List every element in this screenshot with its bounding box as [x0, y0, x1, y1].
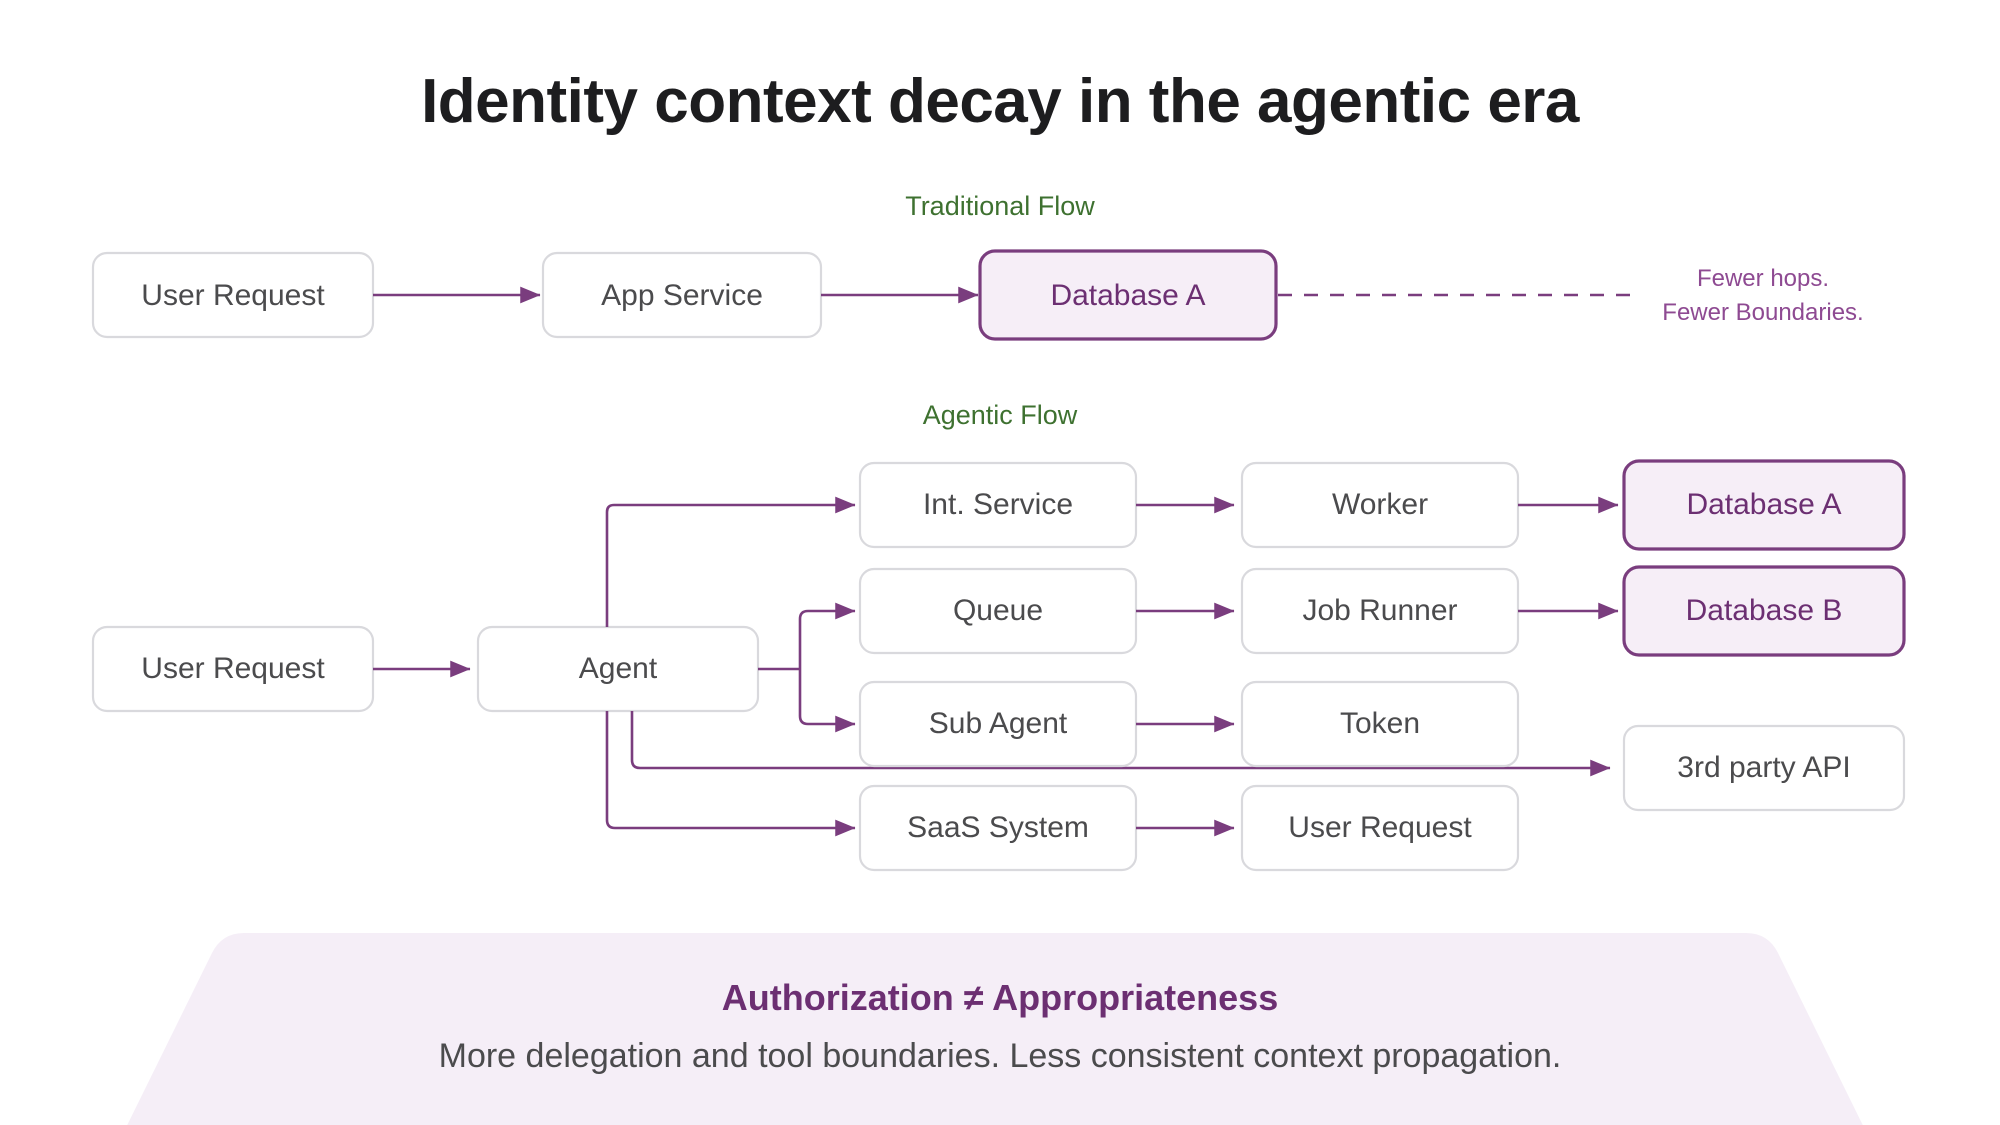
- agentic-node-int-service[interactable]: Int. Service: [858, 461, 1138, 549]
- agentic-node-worker[interactable]: Worker: [1240, 461, 1520, 549]
- node-label: Int. Service: [923, 488, 1073, 521]
- banner-heading: Authorization ≠ Appropriateness: [722, 977, 1278, 1018]
- banner-shape: [127, 933, 1863, 1125]
- banner-subtext: More delegation and tool boundaries. Les…: [439, 1037, 1562, 1075]
- node-box: [1240, 680, 1520, 768]
- agentic-flow-label: Agentic Flow: [923, 400, 1078, 430]
- node-label: Worker: [1332, 488, 1428, 521]
- agentic-node-database-b[interactable]: Database B: [1622, 565, 1906, 657]
- node-label: Database B: [1686, 594, 1843, 627]
- node-label: 3rd party API: [1677, 751, 1850, 784]
- connector-agent-to-int-service: [605, 496, 856, 627]
- node-box: [1622, 565, 1906, 657]
- traditional-node-database-a[interactable]: Database A: [978, 249, 1278, 341]
- node-box: [1240, 784, 1520, 872]
- node-label: Job Runner: [1302, 594, 1457, 627]
- node-box: [1622, 459, 1906, 551]
- node-label: User Request: [141, 652, 325, 685]
- connector-agent-to-third-party-api: [630, 711, 1611, 777]
- node-box: [978, 249, 1278, 341]
- connector-agent-to-queue: [798, 602, 856, 669]
- agentic-node-saas-system[interactable]: SaaS System: [858, 784, 1138, 872]
- node-label: App Service: [601, 279, 763, 312]
- node-label: Sub Agent: [929, 707, 1068, 740]
- node-label: SaaS System: [907, 811, 1089, 844]
- agentic-node-agent[interactable]: Agent: [476, 625, 760, 713]
- agentic-node-user-request[interactable]: User Request: [91, 625, 375, 713]
- connector-agent-to-saas-system: [605, 711, 856, 837]
- traditional-note-line-2: Fewer Boundaries.: [1662, 299, 1863, 326]
- traditional-flow-label: Traditional Flow: [905, 191, 1095, 221]
- node-label: User Request: [1288, 811, 1472, 844]
- agentic-node-third-party-api[interactable]: 3rd party API: [1622, 724, 1906, 812]
- agentic-node-sub-agent[interactable]: Sub Agent: [858, 680, 1138, 768]
- node-label: Agent: [579, 652, 658, 685]
- node-label: Queue: [953, 594, 1043, 627]
- node-label: Database A: [1686, 488, 1841, 521]
- node-label: User Request: [141, 279, 325, 312]
- node-label: Token: [1340, 707, 1420, 740]
- traditional-note-line-1: Fewer hops.: [1697, 265, 1829, 292]
- agentic-node-queue[interactable]: Queue: [858, 567, 1138, 655]
- traditional-node-app-service[interactable]: App Service: [541, 251, 823, 339]
- agentic-node-user-request-out[interactable]: User Request: [1240, 784, 1520, 872]
- agentic-node-job-runner[interactable]: Job Runner: [1240, 567, 1520, 655]
- node-label: Database A: [1050, 279, 1205, 312]
- summary-banner: Authorization ≠ Appropriateness More del…: [127, 933, 1863, 1125]
- connector-agent-to-sub-agent: [798, 669, 856, 733]
- page-title: Identity context decay in the agentic er…: [421, 67, 1580, 136]
- node-box: [1622, 724, 1906, 812]
- agentic-node-database-a[interactable]: Database A: [1622, 459, 1906, 551]
- traditional-node-user-request[interactable]: User Request: [91, 251, 375, 339]
- agentic-node-token[interactable]: Token: [1240, 680, 1520, 768]
